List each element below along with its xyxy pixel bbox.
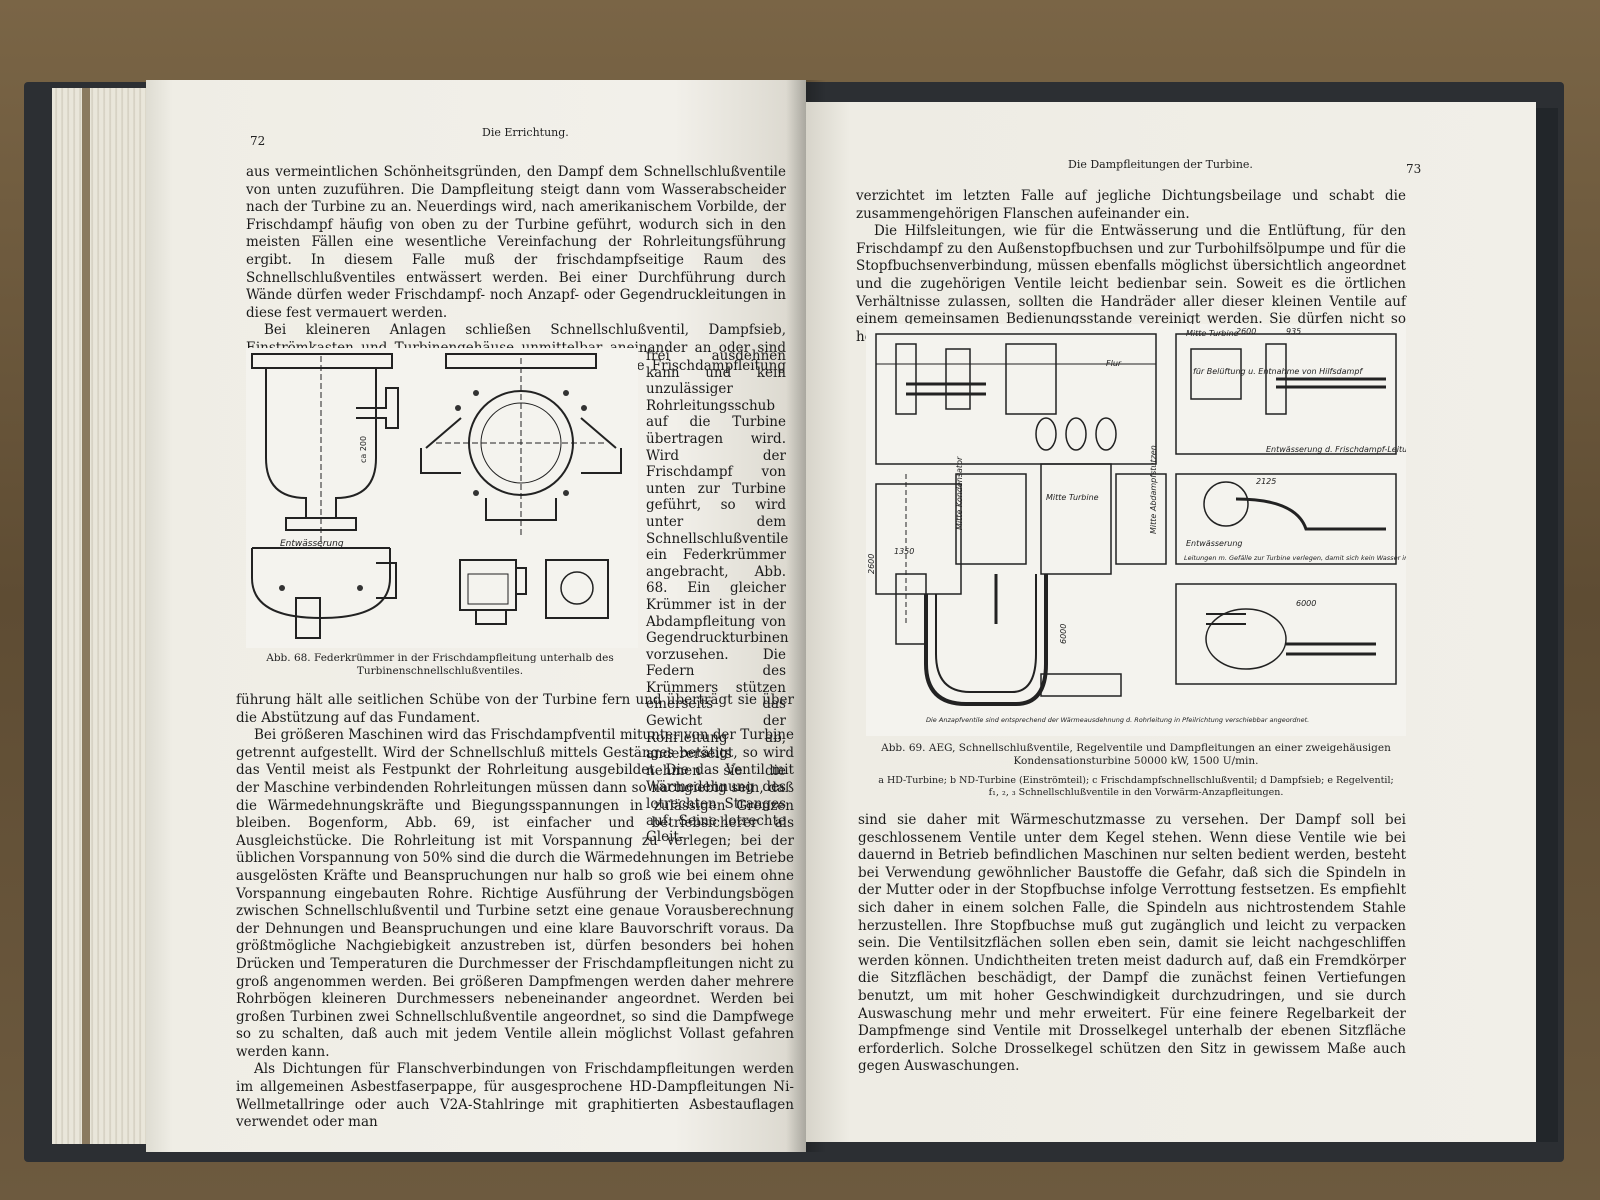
paragraph: Als Dichtungen für Flanschverbindungen v… (236, 1061, 794, 1131)
left-page: 72 Die Errichtung. aus vermeintlichen Sc… (146, 80, 806, 1152)
figure-69-legend-2: f₁, ₂, ₃ Schnellschlußventile in den Vor… (988, 787, 1284, 798)
left-running-head: Die Errichtung. (482, 126, 569, 139)
label-belueftung: für Belüftung u. Entnahme von Hilfsdampf (1193, 367, 1363, 376)
figure-dimension: ca 200 (359, 436, 368, 463)
label-mitte-abdampfstutzen: Mitte Abdampfstutzen (1149, 445, 1158, 534)
label-flur: Flur (1106, 359, 1122, 368)
bookmark-ribbon (82, 88, 90, 1144)
figure-68: Entwässerung ca 200 (246, 348, 638, 648)
left-text-bottom: führung hält alle seitlichen Schübe von … (236, 692, 794, 1132)
label-gefaelle: Leitungen m. Gefälle zur Turbine verlege… (1184, 554, 1406, 562)
right-text-top: verzichtet im letzten Falle auf jegliche… (856, 188, 1406, 346)
right-running-head: Die Dampfleitungen der Turbine. (1068, 158, 1253, 171)
paragraph: aus vermeintlichen Schönheitsgründen, de… (246, 164, 786, 321)
label-dim-v6000: 6000 (1059, 624, 1068, 644)
paragraph: führung hält alle seitlichen Schübe von … (236, 692, 794, 726)
label-mitte-turbine: Mitte Turbine (1186, 329, 1239, 338)
figure-68-caption: Abb. 68. Federkrümmer in der Frischdampf… (266, 652, 614, 677)
paragraph: Bei größeren Maschinen wird das Frischda… (236, 727, 794, 1060)
left-side-column: frei ausdehnen kann und kein unzulässige… (646, 348, 789, 846)
label-mitte-turbine-2: Mitte Turbine (1046, 493, 1099, 502)
label-dim-v2600: 2600 (867, 554, 876, 574)
figure-label-entwaesserung: Entwässerung (280, 539, 344, 549)
right-text-bottom: sind sie daher mit Wärmeschutzmasse zu v… (858, 812, 1406, 1076)
label-dim-2600: 2600 (1236, 327, 1256, 336)
figure-69: Mitte Turbine 2600 935 Flur für Belüftun… (866, 324, 1406, 736)
right-cover-edge (1536, 108, 1558, 1142)
label-dim-1350: 1350 (894, 547, 914, 556)
figure-68-drawing: Entwässerung ca 200 (251, 353, 622, 639)
label-entwaesserung-frischdampf: Entwässerung d. Frischdampf-Leitung (1266, 445, 1406, 454)
right-page: Die Dampfleitungen der Turbine. 73 verzi… (806, 102, 1536, 1142)
label-dim-6000: 6000 (1296, 599, 1316, 608)
left-page-number: 72 (250, 134, 266, 148)
paragraph: sind sie daher mit Wärmeschutzmasse zu v… (858, 812, 1406, 1075)
figure-69-drawing: Mitte Turbine 2600 935 Flur für Belüftun… (867, 327, 1406, 724)
label-mitte-kondensator: Mitte Kondensator (955, 456, 964, 530)
label-dim-935: 935 (1286, 327, 1301, 336)
figure-69-caption: Abb. 69. AEG, Schnellschlußventile, Rege… (881, 742, 1391, 767)
label-entwaesserung: Entwässerung (1186, 539, 1242, 548)
page-edges (52, 88, 148, 1144)
right-page-number: 73 (1406, 162, 1422, 176)
label-dim-2125: 2125 (1256, 477, 1276, 486)
figure-69-legend-1: a HD-Turbine; b ND-Turbine (Einströmteil… (878, 775, 1394, 786)
label-anzapfventile: Die Anzapfventile sind entsprechend der … (926, 716, 1309, 724)
paragraph: verzichtet im letzten Falle auf jegliche… (856, 188, 1406, 222)
